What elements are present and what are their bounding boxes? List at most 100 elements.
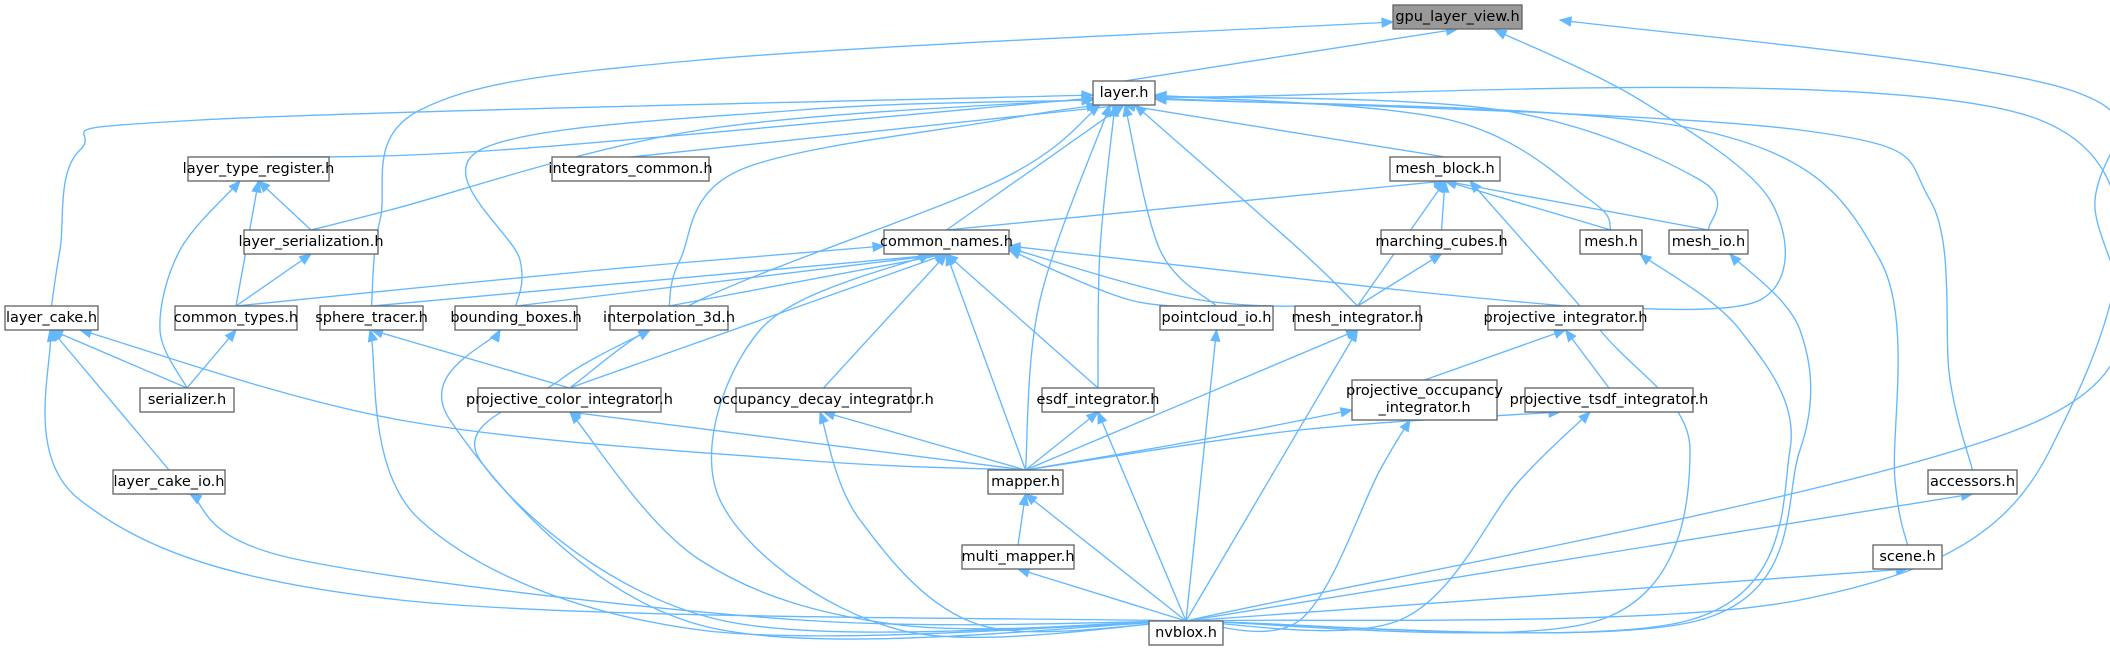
node-pointcloud-io[interactable]: pointcloud_io.h [1159, 305, 1274, 331]
node-label: mesh_block.h [1395, 161, 1494, 177]
node-box[interactable] [454, 305, 578, 331]
edge-mapper-to-layer [1024, 104, 1111, 471]
node-box[interactable] [139, 387, 235, 413]
arrowhead-nvblox-to-projective_color_integrator [569, 411, 582, 425]
edge-nvblox-to-occupancy_decay_integrator [819, 411, 1187, 633]
edge-nvblox-to-layer_cake_io [189, 493, 1187, 626]
edge-layer_cake-to-layer [50, 94, 1094, 307]
edge-mesh_io-to-layer [1154, 95, 1719, 231]
node-serializer[interactable]: serializer.h [139, 387, 235, 413]
arrowhead-nvblox-to-mesh [1638, 253, 1653, 266]
node-box[interactable] [1579, 229, 1643, 255]
arrowhead-mapper-to-projective_occupancy_integrator [1339, 407, 1354, 418]
node-layer-cake-io[interactable]: layer_cake_io.h [112, 469, 226, 495]
node-integrators-common[interactable]: integrators_common.h [548, 156, 713, 182]
node-common-types[interactable]: common_types.h [174, 305, 298, 331]
arrowhead-nvblox-to-pointcloud_io [1210, 328, 1221, 342]
node-box[interactable] [609, 305, 729, 331]
node-box[interactable] [1380, 229, 1503, 255]
node-box[interactable] [987, 469, 1064, 495]
node-bounding-boxes[interactable]: bounding_boxes.h [450, 305, 582, 331]
node-box[interactable] [1392, 4, 1523, 30]
node-label: occupancy_decay_integrator.h [713, 392, 934, 408]
edge-nvblox-to-layer [1154, 86, 2110, 622]
node-box[interactable] [1351, 379, 1498, 421]
node-label: marching_cubes.h [1375, 234, 1507, 250]
node-layer-type-register[interactable]: layer_type_register.h [183, 156, 335, 182]
edge-nvblox-to-esdf_integrator [1097, 411, 1187, 622]
node-box[interactable] [1092, 80, 1156, 106]
node-box[interactable] [112, 469, 226, 495]
node-label: scene.h [1879, 549, 1935, 565]
node-box[interactable] [1148, 620, 1224, 646]
node-layer[interactable]: layer.h [1092, 80, 1156, 106]
node-box[interactable] [961, 544, 1075, 570]
node-box[interactable] [477, 387, 662, 413]
node-nvblox[interactable]: nvblox.h [1148, 620, 1224, 646]
arrowhead-nvblox-to-esdf_integrator [1097, 410, 1108, 425]
arrowhead-occupancy_decay_integrator-to-common_names [934, 253, 948, 266]
node-scene[interactable]: scene.h [1872, 544, 1943, 570]
node-projective-tsdf-integrator[interactable]: projective_tsdf_integrator.h [1510, 387, 1709, 413]
node-box[interactable] [319, 305, 424, 331]
node-label: mesh_io.h [1672, 234, 1745, 250]
node-accessors[interactable]: accessors.h [1927, 469, 2018, 495]
node-mesh-io[interactable]: mesh_io.h [1668, 229, 1749, 255]
node-label: interpolation_3d.h [603, 310, 735, 326]
node-mesh[interactable]: mesh.h [1579, 229, 1643, 255]
arrowhead-common_types-to-layer_serialization [298, 253, 313, 265]
edge-bounding_boxes-to-layer [464, 99, 1094, 307]
node-gpu-layer-view[interactable]: gpu_layer_view.h [1392, 4, 1523, 30]
node-box[interactable] [4, 305, 99, 331]
node-label: layer_cake.h [6, 310, 97, 326]
node-mesh-integrator[interactable]: mesh_integrator.h [1292, 305, 1424, 331]
edge-layer_serialization-to-layer [310, 98, 1094, 231]
node-mapper[interactable]: mapper.h [987, 469, 1064, 495]
node-box[interactable] [1389, 156, 1501, 182]
arrowhead-mapper-to-common_names [945, 252, 956, 267]
node-label: projective_color_integrator.h [466, 392, 673, 408]
edge-mesh-to-mesh_block [1444, 180, 1612, 231]
node-layer-serialization[interactable]: layer_serialization.h [238, 229, 384, 255]
node-marching-cubes[interactable]: marching_cubes.h [1375, 229, 1508, 255]
node-box[interactable] [243, 229, 379, 255]
node-box[interactable] [1872, 544, 1943, 570]
node-box[interactable] [174, 305, 298, 331]
node-box[interactable] [883, 229, 1010, 255]
node-interpolation-3d[interactable]: interpolation_3d.h [603, 305, 735, 331]
node-box[interactable] [735, 387, 912, 413]
node-sphere-tracer[interactable]: sphere_tracer.h [315, 305, 428, 331]
node-box[interactable] [1294, 305, 1421, 331]
node-box[interactable] [187, 156, 330, 182]
edge-nvblox-to-bounding_boxes [441, 329, 1187, 640]
node-occupancy-decay-integrator[interactable]: occupancy_decay_integrator.h [713, 387, 934, 413]
node-box[interactable] [1668, 229, 1749, 255]
node-projective-color-integrator[interactable]: projective_color_integrator.h [466, 387, 673, 413]
edge-nvblox-to-mesh_integrator [1185, 329, 1359, 622]
edge-layer_serialization-to-layer_type_register [258, 180, 312, 231]
node-multi-mapper[interactable]: multi_mapper.h [961, 544, 1075, 570]
arrowhead-nvblox-to-bounding_boxes [489, 328, 501, 343]
edge-projective_color_integrator-to-sphere_tracer [371, 329, 570, 389]
node-box[interactable] [1927, 469, 2018, 495]
edge-pointcloud_io-to-layer [1124, 104, 1217, 307]
node-mesh-block[interactable]: mesh_block.h [1389, 156, 1501, 182]
node-label: mesh_integrator.h [1292, 310, 1424, 326]
node-box[interactable] [1159, 305, 1274, 331]
node-projective-occupancy-integrator[interactable]: projective_occupancy_integrator.h [1346, 379, 1503, 421]
arrowhead-mapper-to-esdf_integrator [1085, 411, 1100, 424]
edge-nvblox-to-projective_tsdf_integrator [1185, 411, 1591, 632]
edge-nvblox-to-projective_occupancy_integrator [1185, 419, 1411, 633]
node-box[interactable] [1487, 305, 1644, 331]
node-box[interactable] [551, 156, 710, 182]
arrowhead-nvblox-to-projective_tsdf_integrator [1578, 411, 1591, 424]
node-common-names[interactable]: common_names.h [880, 229, 1013, 255]
edge-bounding_boxes-to-common_names [515, 253, 947, 307]
node-box[interactable] [1524, 387, 1694, 413]
node-esdf-integrator[interactable]: esdf_integrator.h [1037, 387, 1160, 413]
node-projective-integrator[interactable]: projective_integrator.h [1484, 305, 1648, 331]
node-box[interactable] [1041, 387, 1155, 413]
node-layer-cake[interactable]: layer_cake.h [4, 305, 99, 331]
edge-occupancy_decay_integrator-to-common_names [823, 253, 947, 389]
